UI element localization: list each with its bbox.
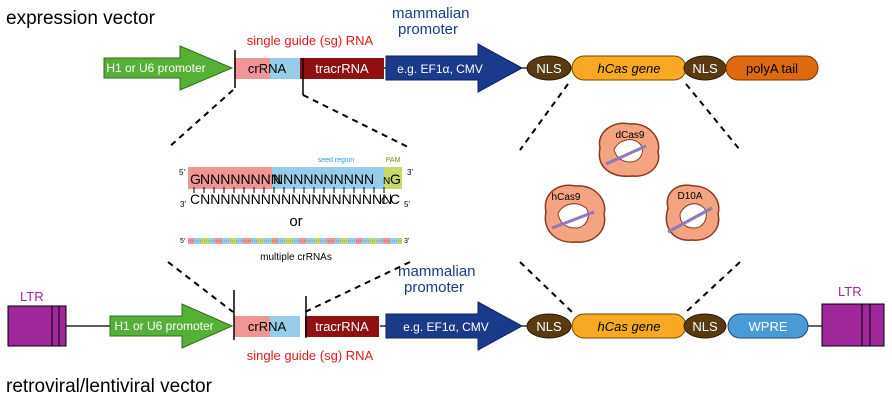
seq-blue-band	[272, 167, 384, 189]
multi-5prime: 5'	[180, 238, 185, 245]
dcas9-protein	[598, 122, 660, 177]
top-promoter-label: promoter	[398, 21, 458, 38]
bottom-wpre-label: WPRE	[749, 319, 788, 334]
multiple-crrna-strip	[188, 238, 402, 244]
zoom-line-bottom-right	[304, 261, 411, 313]
seq-pink-band	[188, 167, 272, 189]
top-nls-2-label: NLS	[692, 61, 718, 76]
bottom-seq-c: C	[390, 191, 400, 207]
or-label: or	[289, 213, 302, 230]
d10a-protein	[665, 184, 720, 241]
top-strand-5prime: 5'	[179, 168, 185, 177]
bottom-hcas-gene-label: hCas gene	[598, 319, 661, 334]
zoom-line-top-right	[302, 94, 411, 149]
bottom-strand-5prime: 5'	[404, 200, 410, 209]
title-expression-vector: expression vector	[6, 8, 156, 29]
bottom-nls-2	[683, 313, 727, 339]
zoom-line-bottom-left	[167, 261, 234, 313]
top-sg-rna-label: single guide (sg) RNA	[247, 33, 374, 48]
d10a-label: D10A	[677, 191, 702, 202]
pam-label: PAM	[386, 157, 401, 164]
bottom-nls-1	[526, 313, 572, 339]
bottom-mammalian-label: mammalian	[398, 263, 476, 280]
top-mammalian-label: mammalian	[392, 5, 470, 22]
bottom-mammalian-arrow-label: e.g. EF1α, CMV	[403, 320, 489, 334]
top-seq-pam-n: N	[383, 176, 390, 187]
top-nls-1	[526, 55, 572, 81]
hcas9-protein	[544, 184, 606, 243]
bottom-crrna-label: crRNA	[248, 319, 287, 334]
title-retroviral-vector: retroviral/lentiviral vector	[6, 376, 213, 397]
bottom-nls-1-label: NLS	[536, 319, 562, 334]
bottom-crrna-blue-segment	[270, 316, 300, 337]
top-polya-tail	[725, 55, 819, 81]
hcas9-label: hCas9	[552, 192, 581, 203]
top-mammalian-arrow-label: e.g. EF1α, CMV	[397, 62, 483, 76]
bottom-tracrrna-label: tracrRNA	[315, 319, 369, 334]
top-crrna-pink-segment	[234, 58, 270, 79]
multi-3prime: 3'	[404, 238, 409, 245]
top-polya-tail-label: polyA tail	[746, 61, 798, 76]
bottom-h1-u6-promoter-arrow	[109, 303, 234, 349]
bottom-mammalian-promoter-arrow	[385, 301, 524, 351]
ltr-left-box	[7, 305, 67, 347]
bottom-seq-c-small: C	[381, 196, 388, 207]
base-pair-ticks	[193, 187, 385, 193]
top-seq-n2: NNNNNNNNNN	[273, 171, 374, 187]
multiple-crrnas-label: multiple crRNAs	[260, 252, 332, 263]
top-h1-u6-promoter-label: H1 or U6 promoter	[106, 61, 205, 75]
bottom-promoter-label: promoter	[404, 279, 464, 296]
ltr-right-box	[821, 303, 885, 347]
top-seq-pam-g: G	[390, 171, 401, 187]
bottom-h1-u6-promoter-label: H1 or U6 promoter	[114, 319, 213, 333]
ltr-right-label: LTR	[838, 284, 862, 299]
top-h1-u6-promoter-arrow	[103, 45, 234, 91]
top-seq-n1: NNNNNNNN	[200, 171, 281, 187]
top-seq-g: G	[190, 171, 201, 187]
dcas9-label: dCas9	[616, 130, 645, 141]
top-crrna-blue-segment	[270, 58, 300, 79]
top-crrna-label: crRNA	[248, 61, 287, 76]
top-tracrrna-label: tracrRNA	[315, 61, 369, 76]
ltr-left-label: LTR	[20, 289, 44, 304]
bottom-seq-body: CNNNNNNNNNNNNNNNNNNN	[190, 191, 392, 207]
top-hcas-gene-label: hCas gene	[598, 61, 661, 76]
zoom-line-top-gene-right	[685, 83, 741, 151]
top-strand-3prime: 3'	[407, 168, 413, 177]
top-mammalian-promoter-arrow	[385, 43, 524, 93]
bottom-strand-3prime: 3'	[180, 200, 186, 209]
bottom-wpre	[727, 313, 809, 339]
bottom-crrna-pink-segment	[234, 316, 270, 337]
zoom-line-top-left	[167, 89, 234, 149]
seed-region-label: seed region	[318, 157, 355, 164]
seq-pam-band	[384, 167, 402, 189]
zoom-line-top-gene-left	[519, 83, 569, 151]
bottom-tracrrna-box	[305, 316, 379, 337]
top-tracrrna-box	[300, 58, 384, 79]
zoom-line-bottom-gene-right	[685, 261, 741, 313]
bottom-nls-2-label: NLS	[692, 319, 718, 334]
zoom-line-bottom-gene-left	[519, 261, 573, 313]
bottom-sg-rna-label: single guide (sg) RNA	[247, 348, 374, 363]
top-nls-1-label: NLS	[536, 61, 562, 76]
